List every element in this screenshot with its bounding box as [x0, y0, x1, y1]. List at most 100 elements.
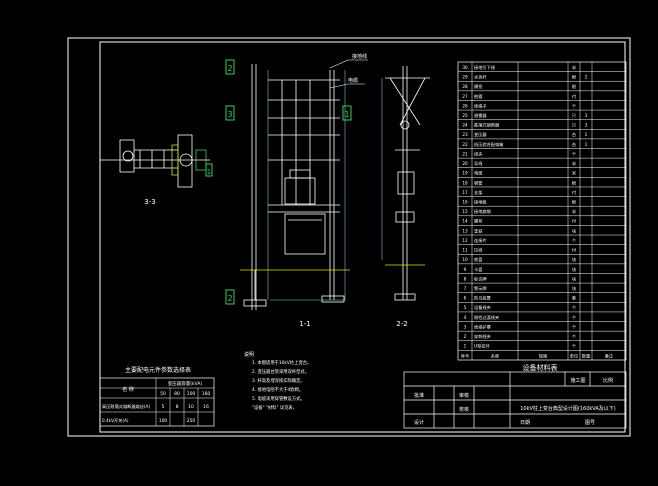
material-row-no: 15 — [462, 209, 468, 214]
material-row-no: 18 — [462, 180, 468, 185]
material-table-frame — [457, 61, 627, 361]
material-row-qty: 2 — [585, 75, 588, 80]
material-row-qty: 1 — [585, 142, 588, 147]
material-header-cell: 数量 — [582, 352, 590, 359]
title-scale: 比例 — [603, 377, 613, 384]
param-row-value: 5 — [162, 404, 165, 410]
material-row-name: 跌落式熔断器 — [474, 122, 500, 129]
material-row-unit: 台 — [572, 131, 576, 138]
note-line: 2. 变压器台架采用双杆型式。 — [252, 368, 309, 375]
material-row-no: 24 — [462, 123, 468, 128]
title-stage: 施工图 — [570, 377, 585, 384]
material-row-unit: 个 — [572, 334, 577, 339]
material-row-no: 19 — [462, 171, 468, 176]
material-header-cell: 序号 — [461, 352, 469, 359]
material-row-name: 线夹 — [474, 150, 482, 157]
section-mark-left — [205, 163, 213, 177]
material-row-qty: 1 — [585, 132, 588, 137]
material-row-unit: 块 — [572, 256, 577, 263]
material-header-cell: 备注 — [605, 352, 614, 359]
material-row-name: 卡盘 — [474, 266, 482, 273]
section-mark-1-right — [342, 105, 352, 121]
material-row-no: 5 — [464, 305, 467, 310]
view-2-2 — [381, 66, 430, 301]
role-design: 设计 — [414, 419, 424, 426]
material-row-no: 21 — [462, 151, 468, 156]
material-row-unit: 块 — [572, 227, 577, 234]
material-row-no: 30 — [462, 65, 468, 70]
section-mark-3-text: 3 — [227, 110, 232, 119]
material-row-unit: 个 — [572, 344, 577, 349]
section-mark-2-top-text: 2 — [227, 64, 232, 73]
param-cap-col: 160 — [202, 391, 211, 397]
material-row-no: 2 — [464, 334, 467, 339]
param-cap-col: 100 — [187, 391, 196, 397]
material-row-unit: 付 — [572, 247, 576, 254]
param-row-value: 250 — [187, 418, 196, 424]
material-row-no: 17 — [462, 190, 468, 195]
param-row-value: 16 — [203, 404, 209, 410]
material-table-title: 设备材料表 — [523, 363, 558, 372]
material-row-no: 25 — [462, 113, 468, 118]
material-row-no: 1 — [464, 344, 467, 349]
material-row-name: 标识牌 — [474, 275, 487, 282]
material-row-no: 7 — [464, 286, 467, 291]
material-row-unit: 块 — [572, 266, 577, 273]
material-row-no: 11 — [462, 248, 468, 253]
notes-title: 说明 — [244, 351, 254, 358]
material-row-unit: 只 — [572, 113, 576, 119]
title-drawing-no: 图号 — [585, 420, 595, 426]
material-row-name: 钢管 — [474, 179, 482, 186]
material-row-no: 13 — [462, 228, 468, 233]
material-row-name: 螺栓 — [474, 218, 483, 225]
material-row-no: 29 — [462, 75, 468, 80]
material-row-unit: 根 — [572, 83, 577, 90]
material-row-name: 电缆 — [474, 170, 483, 177]
title-block — [403, 371, 627, 429]
material-row-no: 22 — [462, 142, 468, 147]
material-row-unit: 根 — [572, 74, 577, 81]
title-date: 日期 — [520, 420, 530, 426]
material-row-unit: 块 — [572, 285, 577, 292]
material-row-unit: 个 — [572, 103, 577, 108]
param-row-name: 0.4kV开关(A) — [102, 417, 129, 424]
section-mark-3 — [225, 105, 235, 121]
material-row-name: 连接片 — [474, 237, 487, 244]
material-row-name: 避雷器 — [474, 112, 487, 119]
material-row-unit: 根 — [572, 179, 577, 186]
material-row-no: 14 — [462, 219, 468, 224]
param-table-frame — [99, 377, 215, 427]
param-row-value: 8 — [176, 404, 179, 410]
material-row-unit: 根 — [572, 199, 577, 206]
material-row-qty: 3 — [585, 123, 588, 128]
inner-frame — [99, 41, 626, 433]
material-row-name: 设备线夹 — [474, 304, 491, 311]
material-row-name: 防鸟装置 — [474, 295, 491, 302]
material-row-unit: 付 — [572, 189, 576, 196]
material-row-no: 26 — [462, 103, 468, 108]
view-label-2-2: 2-2 — [396, 320, 407, 328]
material-row-name: 绝缘子 — [474, 102, 487, 108]
material-row-no: 23 — [462, 132, 468, 137]
material-row-name: 拉线 — [474, 247, 483, 254]
material-row-no: 3 — [464, 324, 467, 329]
right-note: 电缆 — [348, 77, 358, 84]
material-row-unit: 块 — [572, 275, 577, 282]
material-row-name: 变压器 — [474, 131, 487, 138]
material-row-unit: 套 — [572, 295, 577, 302]
material-row-no: 4 — [464, 315, 467, 320]
material-row-name: 穿刺线夹 — [474, 333, 491, 340]
material-row-name: U型挂环 — [474, 343, 490, 350]
material-row-no: 9 — [464, 267, 467, 272]
param-row-name: 高压跌落式熔断器熔丝(A) — [102, 403, 150, 410]
section-mark-1-right-text: 1 — [344, 110, 349, 119]
role-review: 审核 — [459, 392, 469, 399]
role-check: 校核 — [459, 406, 469, 413]
view-label-1-1: 1-1 — [299, 320, 310, 328]
material-row-name: 接地极 — [474, 199, 487, 206]
view-1-1 — [240, 64, 350, 310]
material-row-no: 27 — [462, 94, 468, 99]
note-line: "设备" "材料" 详见表。 — [252, 404, 297, 411]
notes: 1. 本图适用于10kV柱上变台。2. 变压器台架采用双杆型式。3. 杆高及埋深… — [252, 359, 311, 411]
material-row-name: 底盘 — [474, 256, 482, 263]
